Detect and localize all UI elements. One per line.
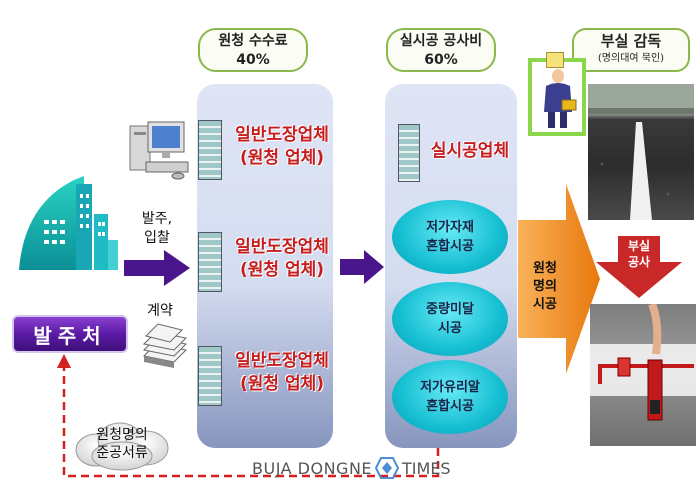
thickness-gauge-icon xyxy=(590,304,696,421)
poor-supervision-subtitle: (명의대여 묵인) xyxy=(597,53,665,64)
document-cloud-label: 원청명의 준공서류 xyxy=(82,426,162,462)
commission-pill: 원청 수수료 40% xyxy=(198,28,308,72)
building-logo-icon xyxy=(14,150,124,310)
orange-arrow-icon xyxy=(518,184,600,374)
cloud-icon xyxy=(75,422,169,471)
prime-contractor-3-name: 일반도장업체 xyxy=(235,351,329,371)
low-cost-material-line2: 혼합시공 xyxy=(426,239,474,254)
poor-supervision-title: 부실 감독 xyxy=(600,32,662,50)
prime-name-construction-label: 원청 명의 시공 xyxy=(520,260,570,314)
big-arrow-line3: 시공 xyxy=(533,297,557,312)
document-cloud-line1: 원청명의 xyxy=(96,427,148,443)
prime-contractor-1: 일반도장업체 (원청 업체) xyxy=(224,124,340,170)
orderer-label: 발주처 xyxy=(33,323,107,348)
prime-contractor-3: 일반도장업체 (원청 업체) xyxy=(224,350,340,396)
bid-line1: 발주, xyxy=(141,211,173,227)
actual-contractor-title: 실시공업체 xyxy=(430,141,510,161)
underweight-line2: 시공 xyxy=(438,321,462,336)
poor-construction-line2: 공사 xyxy=(627,255,651,269)
document-cloud-line2: 준공서류 xyxy=(96,445,148,461)
poor-construction-label: 부실 공사 xyxy=(618,238,660,270)
documents-icon xyxy=(140,322,190,370)
bid-arrow-icon xyxy=(124,250,190,286)
contract-label: 계약 xyxy=(147,303,173,319)
big-arrow-line1: 원청 xyxy=(533,261,557,276)
watermark-right: TIMES xyxy=(402,458,451,478)
low-cost-material-line1: 저가자재 xyxy=(426,220,474,235)
watermark: BUJA DONGNE TIMES xyxy=(252,457,451,479)
prime-contractor-2: 일반도장업체 (원청 업체) xyxy=(224,236,340,282)
hexagon-logo-icon xyxy=(374,457,400,479)
building-icon-4 xyxy=(398,124,420,182)
building-icon-3 xyxy=(198,346,222,406)
underweight-line1: 중량미달 xyxy=(426,302,474,317)
businessman-icon xyxy=(544,69,577,128)
paper-sign-icon xyxy=(546,52,564,68)
poor-construction-line1: 부실 xyxy=(627,239,651,253)
prime-contractor-1-role: (원청 업체) xyxy=(239,148,325,168)
cheap-glass-bead-line2: 혼합시공 xyxy=(426,399,474,414)
poor-construction-arrow xyxy=(596,236,682,298)
prime-contractor-2-name: 일반도장업체 xyxy=(235,237,329,257)
road-photo xyxy=(588,84,694,220)
prime-contractor-2-role: (원청 업체) xyxy=(239,260,325,280)
subcontract-arrow-icon xyxy=(340,250,384,284)
bid-line2: 입찰 xyxy=(144,230,170,246)
commission-title: 원청 수수료 xyxy=(218,33,288,49)
cheap-glass-bead-line1: 저가유리알 xyxy=(420,380,480,395)
prime-contractor-1-name: 일반도장업체 xyxy=(235,125,329,145)
building-icon-2 xyxy=(198,232,222,292)
watermark-left: BUJA DONGNE xyxy=(252,458,373,478)
red-down-arrow-icon xyxy=(596,236,682,298)
construction-cost-pill: 실시공 공사비 60% xyxy=(386,28,496,72)
construction-percent: 60% xyxy=(424,52,458,68)
road-lane-marking-icon xyxy=(588,84,694,220)
poor-supervision-pill: 부실 감독 (명의대여 묵인) xyxy=(572,28,690,72)
orderer-label-box: 발주처 xyxy=(12,315,128,353)
businessman-frame xyxy=(528,58,586,136)
prime-name-construction-arrow xyxy=(518,184,600,374)
building-icon-1 xyxy=(198,120,222,180)
computer-icon xyxy=(128,120,192,182)
commission-percent: 40% xyxy=(236,52,270,68)
document-cloud xyxy=(72,420,172,472)
inspection-photo xyxy=(590,304,696,446)
big-arrow-line2: 명의 xyxy=(533,279,557,294)
prime-contractor-3-role: (원청 업체) xyxy=(239,374,325,394)
construction-title: 실시공 공사비 xyxy=(399,33,483,49)
bid-label: 발주, 입찰 xyxy=(128,210,186,248)
